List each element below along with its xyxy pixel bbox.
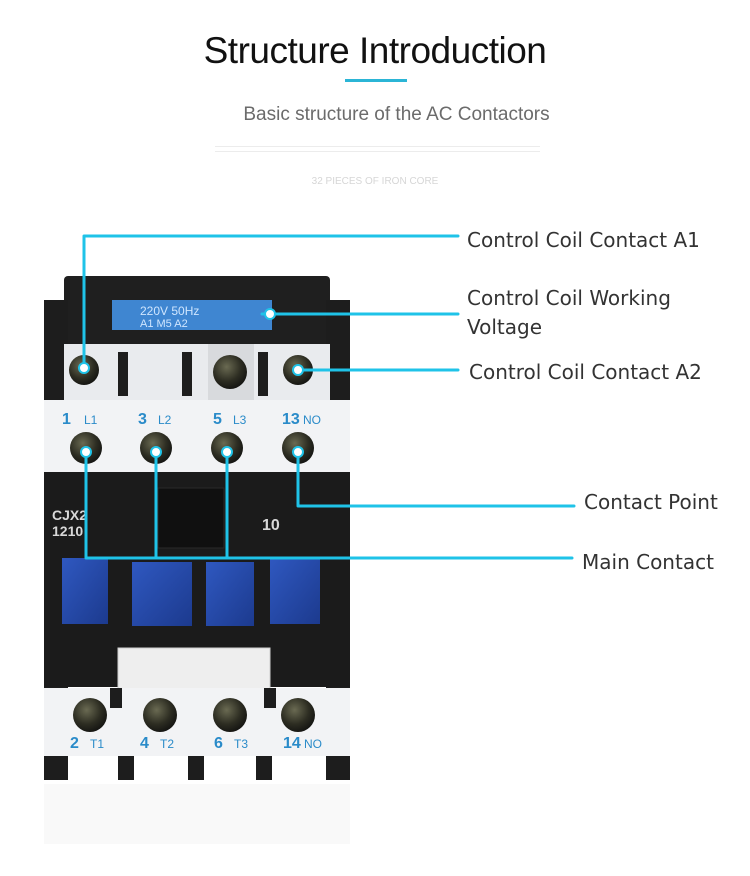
page-subtitle: Basic structure of the AC Contactors <box>243 104 550 125</box>
top-terminal-1-num: 1 <box>62 411 71 428</box>
callout-coil-contact-a2: Control Coil Contact A2 <box>469 360 702 384</box>
bottom-terminal-4-num: 14 <box>283 735 301 752</box>
bottom-gap-right <box>264 688 276 708</box>
bottom-terminal-1-num: 2 <box>70 735 79 752</box>
bottom-terminal-2-num: 4 <box>140 735 149 752</box>
top-terminal-3-sub: L3 <box>233 413 247 427</box>
model-line1: CJX2 <box>52 507 87 523</box>
bottom-gap-left <box>110 688 122 708</box>
model-line2: 1210 <box>52 523 83 539</box>
bottom-terminal-3-num: 6 <box>214 735 223 752</box>
callout-dots <box>78 308 304 458</box>
coil-slot-right <box>258 352 268 396</box>
dot-voltage <box>264 308 276 320</box>
dot-main-l3 <box>221 446 233 458</box>
bottom-terminal-2-sub: T2 <box>160 737 174 751</box>
dot-main-l1 <box>80 446 92 458</box>
coil-label-line1: 220V 50Hz <box>140 304 199 318</box>
top-terminal-2-sub: L2 <box>158 413 172 427</box>
model-suffix: 10 <box>262 517 280 534</box>
line-a1 <box>82 234 460 370</box>
armature-window <box>157 487 225 549</box>
callout-contact-point: Contact Point <box>584 490 718 514</box>
callout-coil-contact-a1: Control Coil Contact A1 <box>467 228 700 252</box>
foot-4 <box>256 756 272 780</box>
screw-bottom-4 <box>281 698 315 732</box>
coil-label-line2: A1 M5 A2 <box>140 318 188 330</box>
top-terminal-3-num: 5 <box>213 411 222 428</box>
faint-note: 32 PIECES OF IRON CORE <box>311 176 439 187</box>
screw-bottom-1 <box>73 698 107 732</box>
page-title: Structure Introduction <box>203 30 547 71</box>
blue-block-4 <box>270 558 320 624</box>
callout-main-contact: Main Contact <box>582 550 714 574</box>
bottom-terminal-labels: 2 T1 4 T2 6 T3 14 NO <box>70 735 322 752</box>
foot-1 <box>44 756 66 780</box>
callout-lines <box>82 234 576 560</box>
title-underline <box>345 79 407 82</box>
callout-coil-voltage-line1: Control Coil Working <box>467 286 671 310</box>
blue-block-2 <box>132 562 192 626</box>
foot-5 <box>328 756 350 780</box>
bottom-terminal-4-sub: NO <box>304 737 322 751</box>
callout-coil-voltage-line2: Voltage <box>467 315 543 339</box>
top-terminal-2-num: 3 <box>138 411 147 428</box>
blue-block-3 <box>206 562 254 626</box>
bottom-terminal-1-sub: T1 <box>90 737 104 751</box>
reflection <box>44 784 350 844</box>
dot-contact-point <box>292 446 304 458</box>
top-terminal-labels: 1 L1 3 L2 5 L3 13 NO <box>62 411 321 428</box>
screw-bottom-2 <box>143 698 177 732</box>
line-main-contact <box>84 450 574 560</box>
top-terminal-1-sub: L1 <box>84 413 98 427</box>
top-terminal-4-sub: NO <box>303 413 321 427</box>
foot-3 <box>188 756 204 780</box>
faint-decor-lines <box>215 146 540 160</box>
coil-slot-left <box>118 352 128 396</box>
bottom-terminal-screws <box>73 698 315 732</box>
screw-bottom-3 <box>213 698 247 732</box>
foot-2 <box>118 756 134 780</box>
bottom-terminal-3-sub: T3 <box>234 737 248 751</box>
dot-a2 <box>292 364 304 376</box>
dot-main-l2 <box>150 446 162 458</box>
top-terminal-4-num: 13 <box>282 411 300 428</box>
blue-block-1 <box>62 558 108 624</box>
line-contact-point <box>296 450 576 508</box>
screw-center <box>213 355 247 389</box>
dot-a1 <box>78 362 90 374</box>
coil-label-plate <box>112 300 272 330</box>
coil-slot-mid <box>182 352 192 396</box>
